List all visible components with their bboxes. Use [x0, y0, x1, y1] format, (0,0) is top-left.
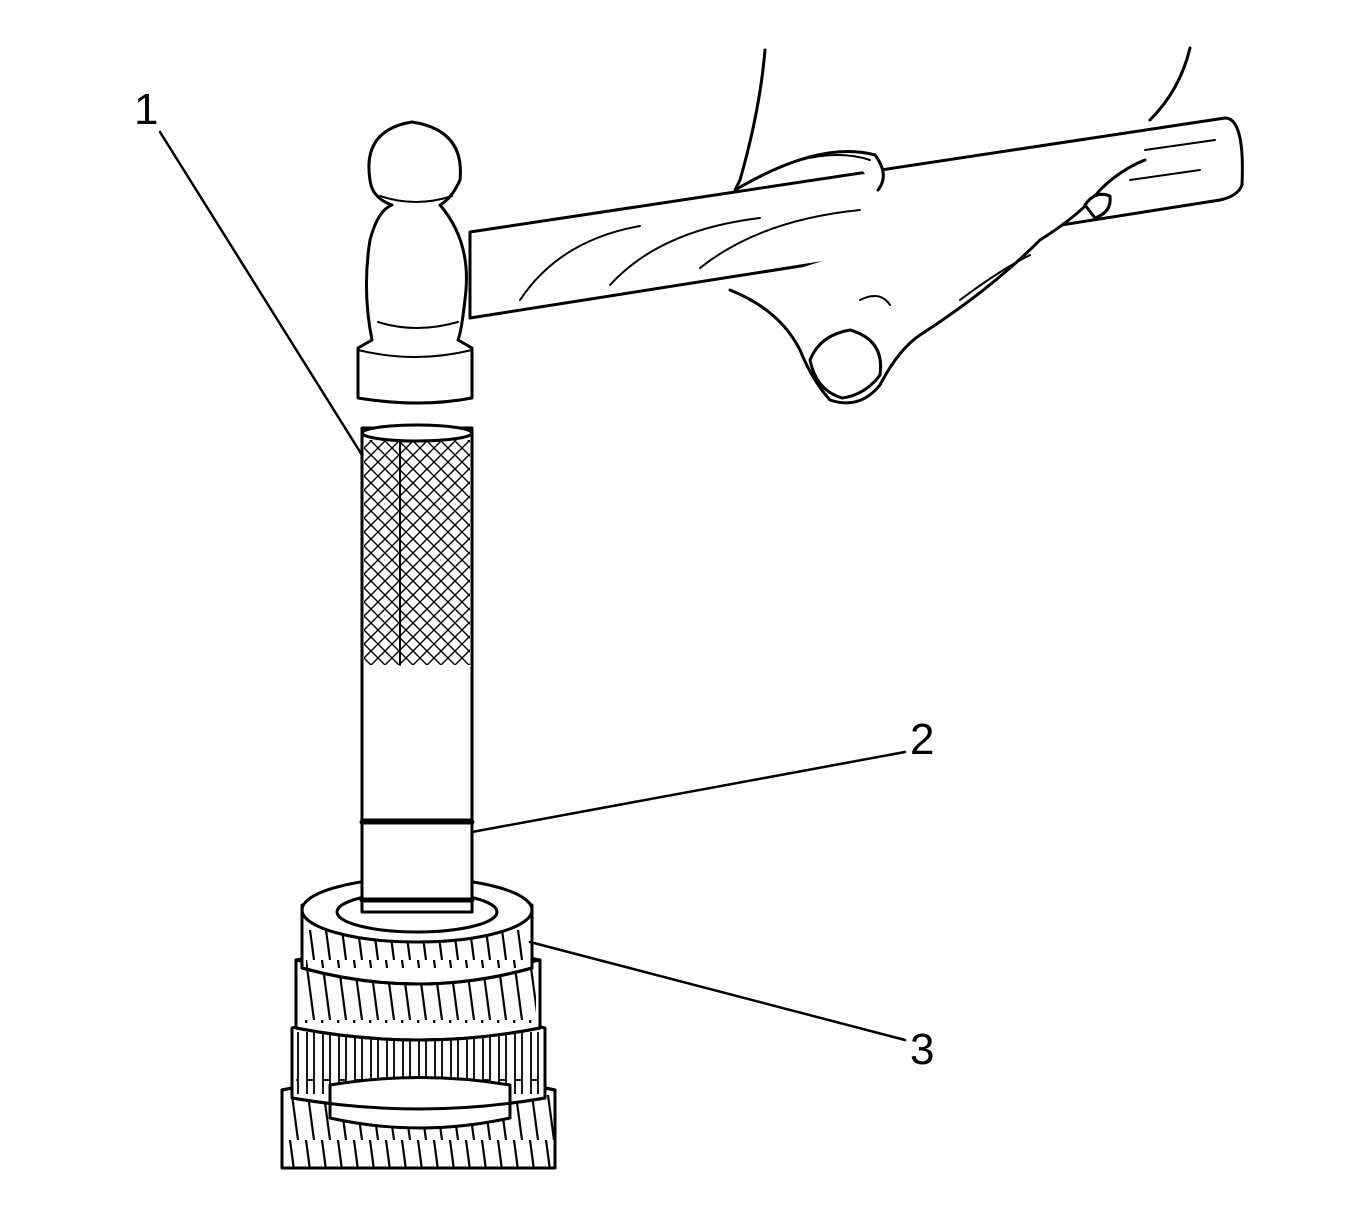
callout-2: 2: [910, 715, 935, 764]
leader-line-1: [158, 130, 364, 457]
leader-line-2: [470, 750, 907, 834]
gear-stack: [280, 876, 557, 1170]
callout-3: 3: [910, 1025, 935, 1074]
driver-tool: [360, 423, 474, 822]
bearing-collar: [359, 816, 475, 914]
leader-line-3: [528, 940, 907, 1042]
callout-1: 1: [134, 85, 159, 134]
hand: [728, 46, 1192, 405]
hammer: [356, 116, 1244, 405]
